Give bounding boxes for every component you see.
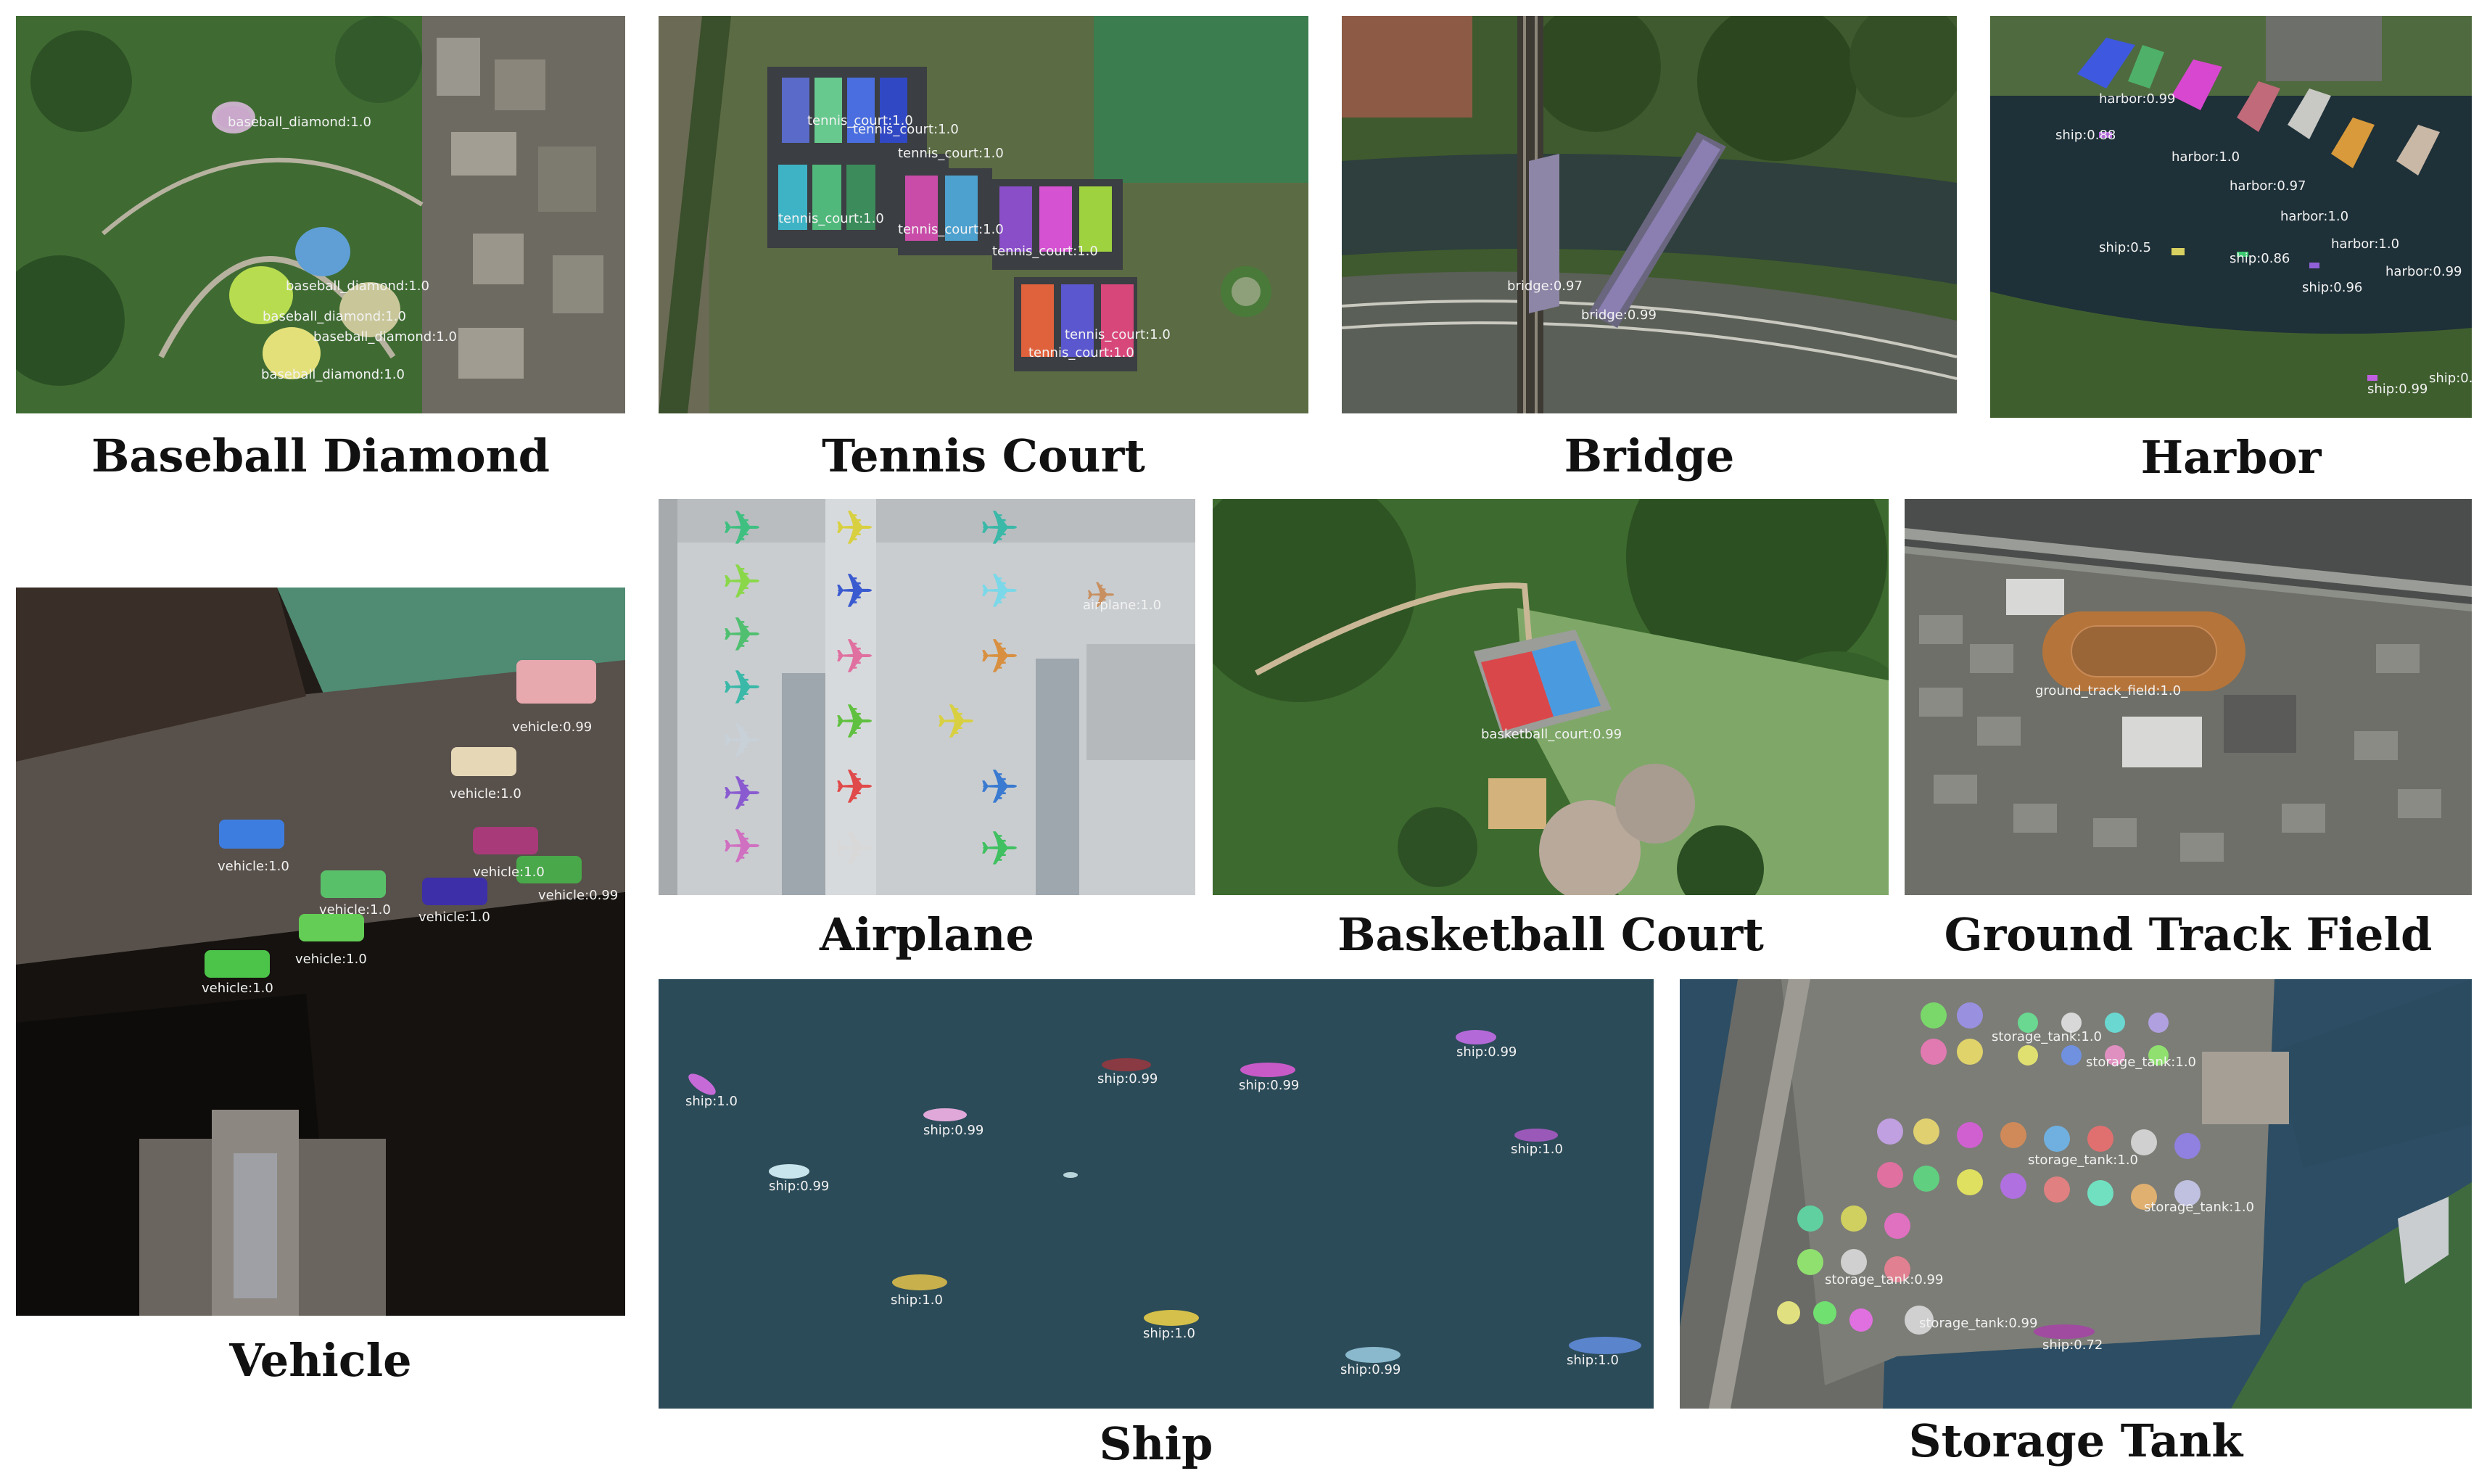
ship-det-label: ship:0.99 — [1340, 1362, 1401, 1377]
caption-basketball-court: Basketball Court — [1337, 908, 1764, 961]
harbor-det-label: ship:0.88 — [2055, 128, 2116, 143]
svg-text:✈: ✈ — [834, 821, 874, 877]
vehicle-det-label: vehicle:1.0 — [450, 786, 521, 801]
ship-det-label: ship:1.0 — [685, 1094, 738, 1109]
caption-vehicle: Vehicle — [229, 1334, 412, 1387]
tennis-det-label: tennis_court:1.0 — [1065, 327, 1171, 342]
harbor-det-label: harbor:0.97 — [2230, 178, 2306, 194]
caption-baseball-diamond: Baseball Diamond — [91, 429, 550, 482]
harbor-det-label: harbor:1.0 — [2172, 149, 2240, 165]
svg-text:✈: ✈ — [936, 694, 976, 750]
gtf-det-label: ground_track_field:1.0 — [2035, 683, 2181, 698]
harbor-det-label: ship:0.86 — [2429, 371, 2472, 386]
harbor-det-label: ship:0.86 — [2230, 251, 2290, 266]
ship-det-label: ship:0.99 — [1097, 1071, 1158, 1087]
svg-text:✈: ✈ — [834, 759, 874, 815]
ship-det-label: ship:0.99 — [923, 1123, 983, 1138]
ship-det-label: ship:0.99 — [1456, 1044, 1517, 1060]
tennis-det-label: tennis_court:1.0 — [853, 122, 959, 137]
tennis-det-label: tennis_court:1.0 — [898, 146, 1004, 161]
baseball-det-label: baseball_diamond:1.0 — [228, 115, 371, 130]
svg-text:✈: ✈ — [722, 500, 762, 556]
vehicle-det-label: vehicle:0.99 — [512, 720, 592, 735]
storage-tank-image: storage_tank:1.0 storage_tank:1.0 storag… — [1680, 979, 2472, 1409]
vehicle-det-label: vehicle:1.0 — [418, 910, 490, 925]
caption-harbor: Harbor — [2140, 431, 2322, 484]
basketball-det-label: basketball_court:0.99 — [1481, 727, 1622, 742]
baseball-det-label: baseball_diamond:1.0 — [263, 309, 406, 324]
caption-tennis-court: Tennis Court — [822, 429, 1145, 482]
storage-det-label: storage_tank:1.0 — [2144, 1200, 2254, 1215]
storage-det-label: storage_tank:1.0 — [2028, 1153, 2138, 1168]
svg-text:✈: ✈ — [722, 819, 762, 875]
tennis-det-label: tennis_court:1.0 — [1028, 345, 1134, 360]
ship-det-label: ship:1.0 — [1567, 1353, 1619, 1368]
harbor-det-label: harbor:1.0 — [2331, 236, 2399, 252]
svg-text:✈: ✈ — [722, 554, 762, 610]
harbor-det-label: harbor:1.0 — [2280, 209, 2348, 224]
airplane-det-label: airplane:1.0 — [1083, 598, 1161, 613]
svg-text:✈: ✈ — [979, 564, 1019, 619]
airplane-image: ✈ ✈ ✈ ✈ ✈ ✈ ✈ ✈ ✈ ✈ ✈ ✈ ✈ ✈ ✈ ✈ ✈ ✈ ✈ ✈ … — [659, 499, 1195, 895]
storage-det-label: ship:0.72 — [2042, 1337, 2103, 1353]
airplane-marks: ✈ ✈ ✈ ✈ ✈ ✈ ✈ ✈ ✈ ✈ ✈ ✈ ✈ ✈ ✈ ✈ ✈ ✈ ✈ ✈ — [722, 500, 1116, 877]
harbor-det-label: ship:0.96 — [2302, 280, 2362, 295]
basketball-court-image: basketball_court:0.99 — [1213, 499, 1889, 895]
svg-text:✈: ✈ — [722, 766, 762, 822]
ship-image: ship:1.0 ship:0.99 ship:0.99 ship:0.99 s… — [659, 979, 1654, 1409]
storage-det-label: storage_tank:0.99 — [1825, 1272, 1943, 1287]
vehicle-det-label: vehicle:1.0 — [202, 981, 273, 996]
svg-text:✈: ✈ — [834, 564, 874, 619]
storage-det-label: storage_tank:1.0 — [2086, 1055, 2196, 1070]
baseball-det-label: baseball_diamond:1.0 — [261, 367, 405, 382]
svg-text:✈: ✈ — [979, 759, 1019, 815]
harbor-image: harbor:0.99 harbor:1.0 harbor:0.97 harbo… — [1990, 16, 2472, 418]
baseball-diamond-image: baseball_diamond:1.0 baseball_diamond:1.… — [16, 16, 625, 413]
caption-storage-tank: Storage Tank — [1908, 1414, 2243, 1467]
tennis-det-label: tennis_court:1.0 — [898, 222, 1004, 237]
vehicle-det-label: vehicle:1.0 — [218, 859, 289, 874]
bridge-det-label: bridge:0.97 — [1507, 279, 1583, 294]
caption-ground-track-field: Ground Track Field — [1944, 908, 2433, 961]
svg-text:✈: ✈ — [834, 629, 874, 685]
svg-text:✈: ✈ — [722, 660, 762, 716]
tennis-det-label: tennis_court:1.0 — [992, 244, 1098, 259]
vehicle-det-label: vehicle:1.0 — [473, 865, 545, 880]
svg-text:✈: ✈ — [979, 821, 1019, 877]
ship-det-label: ship:0.99 — [769, 1179, 829, 1194]
baseball-det-label: baseball_diamond:1.0 — [313, 329, 457, 345]
svg-text:✈: ✈ — [834, 694, 874, 750]
svg-text:✈: ✈ — [834, 500, 874, 556]
caption-airplane: Airplane — [820, 908, 1034, 961]
caption-bridge: Bridge — [1564, 429, 1735, 482]
caption-ship: Ship — [1099, 1417, 1213, 1470]
harbor-det-label: ship:0.99 — [2367, 382, 2428, 397]
vehicle-det-label: vehicle:0.99 — [538, 888, 618, 903]
storage-tanks — [1777, 1002, 2201, 1335]
svg-text:✈: ✈ — [979, 500, 1019, 556]
vehicle-image: vehicle:0.99 vehicle:1.0 vehicle:1.0 veh… — [16, 588, 625, 1316]
harbor-det-label: harbor:0.99 — [2099, 91, 2176, 107]
baseball-det-label: baseball_diamond:1.0 — [286, 279, 429, 294]
ship-det-label: ship:1.0 — [1143, 1326, 1195, 1341]
svg-text:✈: ✈ — [722, 607, 762, 663]
ground-track-field-image: ground_track_field:1.0 — [1905, 499, 2472, 895]
vehicle-det-label: vehicle:1.0 — [295, 952, 367, 967]
vehicle-det-label: vehicle:1.0 — [319, 902, 391, 918]
ship-det-label: ship:1.0 — [891, 1293, 943, 1308]
storage-det-label: storage_tank:1.0 — [1992, 1029, 2102, 1044]
svg-text:✈: ✈ — [722, 713, 762, 769]
storage-det-label: storage_tank:0.99 — [1919, 1316, 2037, 1331]
ship-det-label: ship:0.99 — [1239, 1078, 1299, 1093]
harbor-det-label: ship:0.5 — [2099, 240, 2151, 255]
ship-det-label: ship:1.0 — [1511, 1142, 1563, 1157]
tennis-det-label: tennis_court:1.0 — [807, 113, 913, 128]
bridge-image: bridge:0.97 bridge:0.99 — [1342, 16, 1957, 413]
tennis-det-label: tennis_court:1.0 — [778, 211, 884, 226]
svg-text:✈: ✈ — [979, 629, 1019, 685]
tennis-court-image: tennis_court:1.0 tennis_court:1.0 tennis… — [659, 16, 1308, 413]
svg-text:✈: ✈ — [1086, 574, 1116, 617]
bridge-det-label: bridge:0.99 — [1581, 308, 1657, 323]
harbor-det-label: harbor:0.99 — [2385, 264, 2462, 279]
